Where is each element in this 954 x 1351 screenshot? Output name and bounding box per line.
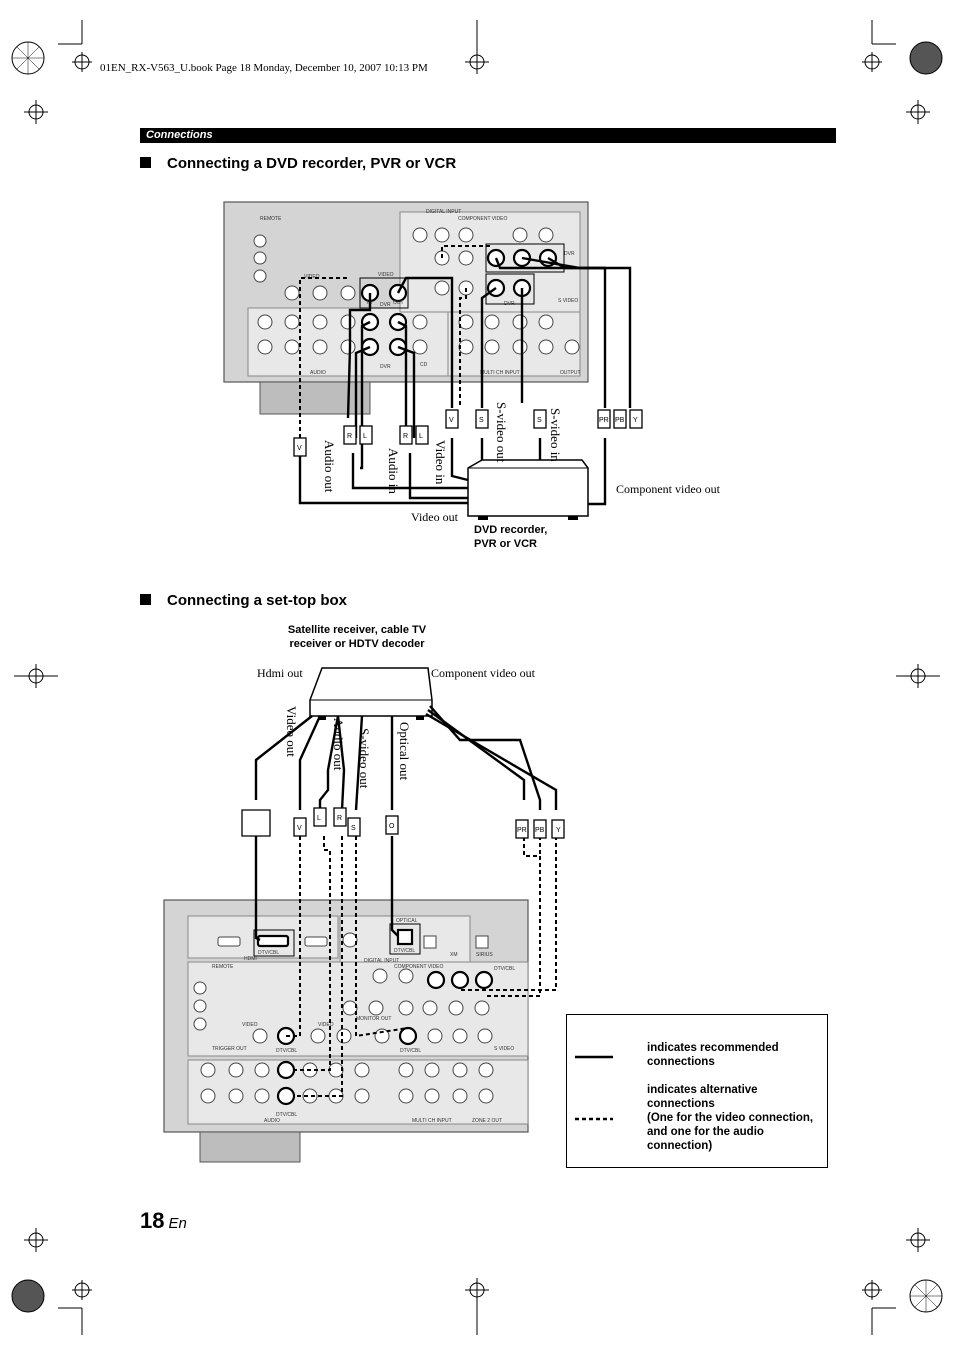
- panel-label-dtvcbl-component: DTV/CBL: [494, 966, 515, 972]
- panel-label-optical: OPTICAL: [396, 918, 418, 924]
- plug-label-l1: L: [363, 433, 367, 440]
- label-video-in: Video in: [433, 440, 448, 485]
- stb-heading-text: Connecting a set-top box: [167, 592, 347, 609]
- panel-label-sirius: SIRIUS: [476, 952, 493, 958]
- section-title: Connections: [146, 129, 213, 141]
- page-number-value: 18: [140, 1208, 165, 1233]
- plug-label-y: Y: [633, 417, 638, 424]
- panel-label-output: OUTPUT: [560, 370, 581, 376]
- panel-label-xm: XM: [450, 952, 458, 958]
- heading-square-icon: [140, 157, 151, 168]
- plug-label-l3: L: [317, 815, 321, 822]
- label-component-video-out: Component video out: [616, 482, 720, 496]
- label-component-video-out-2: Component video out: [431, 666, 535, 680]
- panel-label-video-3: VIDEO: [242, 1022, 258, 1028]
- panel-label-dvr-audio: DVR: [380, 364, 391, 370]
- panel-label-s-video: S VIDEO: [558, 298, 578, 304]
- plug-label-v3: V: [297, 825, 302, 832]
- dvd-heading: Connecting a DVD recorder, PVR or VCR: [140, 155, 456, 172]
- label-hdmi-out: Hdmi out: [257, 666, 303, 680]
- panel-label-dvr: DVR: [380, 302, 391, 308]
- plug-label-s3: S: [351, 825, 356, 832]
- panel-label-dvr-component: DVR: [564, 251, 575, 257]
- panel-label-monitor-out: MONITOR OUT: [356, 1016, 391, 1022]
- plug-label-v: V: [297, 445, 302, 452]
- dvd-heading-text: Connecting a DVD recorder, PVR or VCR: [167, 155, 457, 172]
- panel-label-dtvcbl-svideo: DTV/CBL: [400, 1048, 421, 1054]
- plug-label-r3: R: [337, 815, 342, 822]
- plug-label-v2: V: [449, 417, 454, 424]
- panel-label-trigger-out: TRIGGER OUT: [212, 1046, 247, 1052]
- stb-device-name: Satellite receiver, cable TV receiver or…: [287, 624, 427, 650]
- plug-label-pb2: PB: [535, 827, 545, 834]
- legend-recommended: indicates recommended connections: [647, 1042, 779, 1068]
- panel-label-out: OUT: [393, 300, 404, 306]
- plug-label-y2: Y: [556, 827, 561, 834]
- panel-label-component-video-2: COMPONENT VIDEO: [394, 964, 443, 970]
- stb-heading: Connecting a set-top box: [140, 592, 347, 609]
- panel-label-s-video-2: S VIDEO: [494, 1046, 514, 1052]
- panel-label-dtvcbl-audio: DTV/CBL: [276, 1112, 297, 1118]
- label-audio-out-2: Audio out: [331, 718, 346, 771]
- plug-label-pr2: PR: [517, 827, 527, 834]
- page-lang: En: [168, 1215, 187, 1232]
- plug-label-s1: S: [479, 417, 484, 424]
- dvd-device-name: DVD recorder, PVR or VCR: [474, 524, 548, 550]
- panel-label-video-4: VIDEO: [318, 1022, 334, 1028]
- plug-label-pr: PR: [599, 417, 609, 424]
- panel-label-digital-input: DIGITAL INPUT: [426, 209, 461, 215]
- stb-connection-diagram: COMPONENT VIDEO DIGITAL INPUT OPTICAL DT…: [163, 667, 565, 1163]
- panel-label-dtvcbl-optical: DTV/CBL: [394, 948, 415, 954]
- label-s-video-out: S-video out: [494, 402, 509, 463]
- label-video-out-2: Video out: [284, 706, 299, 757]
- panel-label-dtvcbl-video: DTV/CBL: [276, 1048, 297, 1054]
- plug-label-pb: PB: [615, 417, 625, 424]
- plug-label-r1: R: [347, 433, 352, 440]
- plug-label-r2: R: [403, 433, 408, 440]
- panel-label-dtvcbl-hdmi: DTV/CBL: [258, 950, 279, 956]
- panel-label-video: VIDEO: [378, 272, 394, 278]
- plug-label-s2: S: [537, 417, 542, 424]
- legend-alternative: indicates alternative connections (One f…: [647, 1084, 814, 1152]
- dvd-connection-diagram: COMPONENT VIDEO DIGITAL INPUT VIDEO VIDE…: [223, 201, 643, 520]
- panel-label-component-video: COMPONENT VIDEO: [458, 216, 507, 222]
- label-s-video-out-2: S-video out: [357, 728, 372, 789]
- section-bar: Connections: [140, 128, 836, 143]
- legend-line-samples: [575, 1055, 613, 1121]
- panel-label-dvr-svideo: DVR: [504, 301, 515, 307]
- heading-square-icon: [140, 594, 151, 605]
- panel-label-cd: CD: [420, 362, 428, 368]
- file-header: 01EN_RX-V563_U.book Page 18 Monday, Dece…: [100, 62, 428, 74]
- label-optical-out: Optical out: [397, 722, 412, 781]
- panel-label-multi-ch: MULTI CH INPUT: [480, 370, 520, 376]
- panel-label-multi-ch-2: MULTI CH INPUT: [412, 1118, 452, 1124]
- label-s-video-in: S-video in: [548, 408, 563, 462]
- legend-box: indicates recommended connections indica…: [566, 1014, 828, 1168]
- panel-label-hdmi: HDMI: [244, 956, 257, 962]
- plug-label-o: O: [389, 823, 395, 830]
- panel-label-audio-2: AUDIO: [264, 1118, 280, 1124]
- panel-label-zone2: ZONE 2 OUT: [472, 1118, 502, 1124]
- plug-label-l2: L: [419, 433, 423, 440]
- label-video-out: Video out: [411, 510, 458, 524]
- label-audio-in: Audio in: [386, 448, 401, 494]
- set-top-box-device: [309, 667, 433, 717]
- panel-label-remote: REMOTE: [260, 216, 282, 222]
- panel-label-digital-input-2: DIGITAL INPUT: [364, 958, 399, 964]
- label-audio-out: Audio out: [322, 440, 337, 493]
- panel-label-audio: AUDIO: [310, 370, 326, 376]
- panel-label-remote-2: REMOTE: [212, 964, 234, 970]
